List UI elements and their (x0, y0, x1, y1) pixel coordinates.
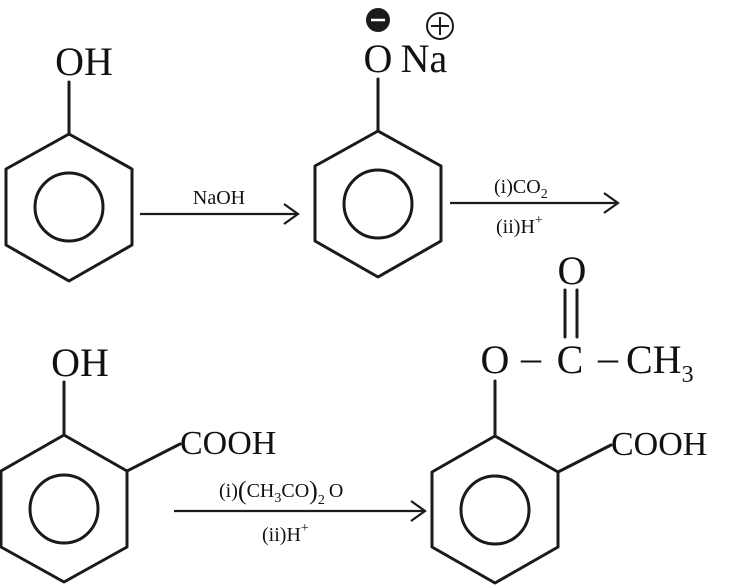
aspirin-c-cooh-bond (556, 443, 613, 474)
arrow-1-reagent: NaOH (193, 187, 245, 209)
aspirin-dash-2: – (597, 335, 619, 380)
positive-charge-symbol (426, 12, 454, 40)
arrow-2-head (603, 192, 620, 214)
salicylic-acid-molecule: OH COOH (0, 340, 276, 584)
aspirin-aromatic-circle (459, 474, 531, 546)
phenol-benzene-ring (4, 132, 134, 283)
phenoxide-o-label: O (364, 36, 393, 81)
arrow-1-head (283, 203, 300, 225)
phenoxide-na-label: Na (401, 36, 448, 81)
aspirin-cooh-label: COOH (611, 426, 707, 463)
phenoxide-benzene-ring (313, 129, 443, 279)
phenol-aromatic-circle (33, 171, 105, 243)
aspirin-benzene-ring (430, 434, 560, 585)
salicylic-oh-label: OH (51, 340, 109, 385)
arrow-1: NaOH (140, 187, 300, 225)
aspirin-methyl-label: CH3 (626, 337, 694, 388)
salicylic-aromatic-circle (28, 473, 100, 545)
salicylic-cooh-label: COOH (180, 425, 276, 462)
sodium-phenoxide-molecule: O Na (313, 8, 454, 279)
arrow-3-head (410, 500, 427, 522)
aspirin-molecule: O – C – CH3 O COOH (430, 248, 707, 585)
phenoxide-aromatic-circle (342, 168, 414, 240)
aspirin-dash-1: – (520, 335, 542, 380)
aspirin-carbonyl-c-label: C (557, 337, 584, 382)
negative-charge-symbol (366, 8, 390, 32)
aspirin-ester-o-label: O (481, 337, 510, 382)
arrow-3-condition-2: (ii)H+ (262, 521, 309, 546)
arrow-2: (i)CO2 (ii)H+ (450, 176, 620, 238)
aspirin-carbonyl-o-label: O (558, 248, 587, 293)
arrow-2-condition-1: (i)CO2 (494, 176, 548, 202)
salicylic-c-cooh-bond (125, 442, 182, 473)
phenol-oh-label: OH (55, 39, 113, 84)
phenol-molecule: OH (4, 39, 134, 283)
salicylic-benzene-ring (0, 433, 129, 584)
arrow-2-condition-2: (ii)H+ (496, 213, 543, 238)
